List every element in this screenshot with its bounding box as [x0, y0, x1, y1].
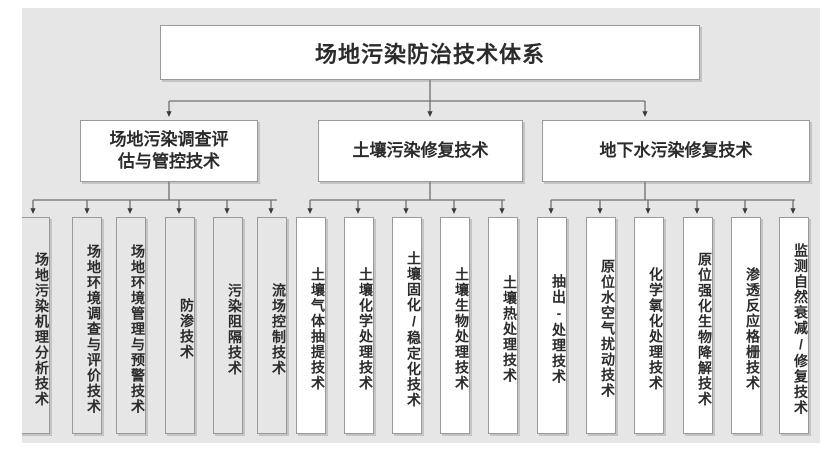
- branch-node-site-investigation: 场地污染调查评 估与管控技术: [80, 120, 258, 182]
- branch-label-line-1: 场地污染调查评: [109, 129, 229, 149]
- leaf-node: 场地环境管理与预警技术: [116, 217, 146, 434]
- leaf-node: 渗透反应格栅技术: [731, 217, 761, 434]
- leaf-node: 监测自然衰减/修复技术: [779, 217, 809, 434]
- branch-node-groundwater-remediation: 地下水污染修复技术: [542, 120, 810, 182]
- leaf-node: 污染阻隔技术: [213, 217, 243, 434]
- leaf-node: 土壤化学处理技术: [344, 217, 374, 434]
- leaf-node: 土壤固化/稳定化技术: [392, 217, 422, 434]
- leaf-node: 土壤气体抽提技术: [296, 217, 326, 434]
- page-margin-right: [820, 0, 828, 453]
- branch-node-soil-remediation: 土壤污染修复技术: [318, 120, 523, 182]
- leaf-node: 原位强化生物降解技术: [683, 217, 713, 434]
- leaf-node: 流场控制技术: [257, 217, 287, 434]
- root-node: 场地污染防治技术体系: [160, 25, 700, 80]
- leaf-node: 化学氧化处理技术: [634, 217, 664, 434]
- page-margin-top: [0, 0, 828, 8]
- page-margin-left: [0, 0, 22, 453]
- leaf-node: 场地污染机理分析技术: [20, 217, 50, 434]
- leaf-node: 土壤热处理技术: [488, 217, 518, 434]
- leaf-node: 原位水空气扰动技术: [586, 217, 616, 434]
- page-margin-bottom: [0, 443, 828, 453]
- leaf-node: 防渗技术: [165, 217, 195, 434]
- branch-label-line-2: 估与管控技术: [118, 152, 220, 171]
- leaf-node: 土壤生物处理技术: [440, 217, 470, 434]
- leaf-node: 抽出-处理技术: [537, 217, 567, 434]
- leaf-node: 场地环境调查与评价技术: [72, 217, 102, 434]
